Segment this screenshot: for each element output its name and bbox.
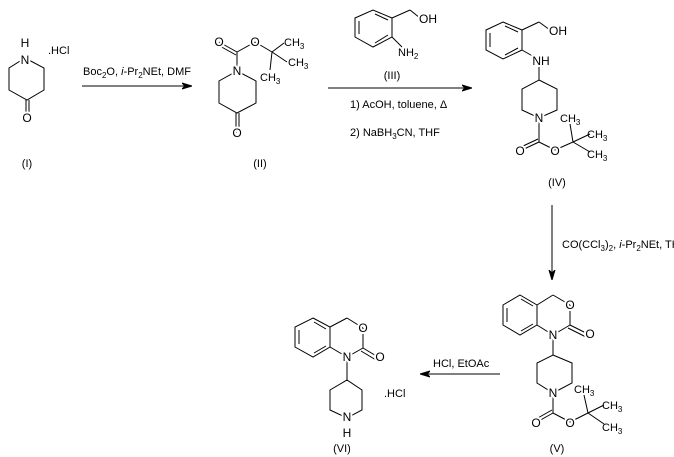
hcl-salt: .HCl <box>48 45 69 57</box>
atom-oh: OH <box>549 24 567 38</box>
atom-o: O <box>214 35 223 49</box>
atom-o: O <box>585 327 594 341</box>
compound-label-vi: (VI) <box>333 443 351 455</box>
atom-nh: NH <box>532 54 549 68</box>
reagents-step-3: CO(CCl3)2, i-Pr2NEt, THF <box>562 239 674 253</box>
atom-n: N <box>21 53 30 67</box>
atom-o: O <box>531 416 540 430</box>
atom-o: O <box>22 111 31 125</box>
compound-i-structure: N H O .HCl <box>8 34 69 127</box>
atom-o: O <box>250 35 259 49</box>
methyl: CH3 <box>288 57 309 71</box>
compound-iii-structure: OH NH2 <box>354 9 439 61</box>
atom-n: N <box>343 410 352 424</box>
atom-n: N <box>549 386 558 400</box>
compound-label-iv: (IV) <box>548 177 566 189</box>
hcl-salt: .HCl <box>384 388 405 400</box>
atom-o: O <box>550 144 559 158</box>
reagents-step-4: HCl, EtOAc <box>433 358 490 370</box>
compound-label-ii: (II) <box>253 158 266 170</box>
reagents-step-2a: 1) AcOH, toluene, Δ <box>350 99 448 111</box>
methyl: CH3 <box>602 422 623 436</box>
atom-o: O <box>375 350 384 364</box>
methyl: CH3 <box>574 384 595 398</box>
reagents-step-1: Boc2O, i-Pr2NEt, DMF <box>83 66 191 80</box>
methyl: CH3 <box>602 400 623 414</box>
compound-vi-structure: O O N N H .HCl <box>294 317 405 442</box>
atom-o: O <box>515 144 524 158</box>
compound-iv-structure: OH NH N O O CH3 CH3 CH3 <box>485 21 608 163</box>
compound-label-v: (V) <box>550 443 565 455</box>
atom-n: N <box>535 111 544 125</box>
compound-label-iii: (III) <box>384 70 401 82</box>
atom-h: H <box>21 36 30 50</box>
atom-o: O <box>565 416 574 430</box>
atom-h: H <box>343 426 352 440</box>
atom-oh: OH <box>419 12 437 26</box>
methyl: CH3 <box>587 149 608 163</box>
methyl: CH3 <box>560 113 581 127</box>
compound-ii-structure: N O O O CH3 CH3 CH3 <box>212 33 309 142</box>
methyl: CH3 <box>587 129 608 143</box>
atom-n: N <box>343 350 352 364</box>
methyl: CH3 <box>260 72 281 86</box>
atom-n: N <box>233 64 242 78</box>
atom-o: O <box>358 321 367 335</box>
compound-v-structure: O O N N O O CH3 CH3 CH3 <box>502 294 623 436</box>
atom-o: O <box>565 298 574 312</box>
methyl: CH3 <box>284 37 305 51</box>
amine-nh2: NH2 <box>398 47 419 61</box>
compound-label-i: (I) <box>22 158 32 170</box>
atom-o: O <box>232 126 241 140</box>
atom-n: N <box>549 328 558 342</box>
reagents-step-2b: 2) NaBH3CN, THF <box>350 127 440 141</box>
